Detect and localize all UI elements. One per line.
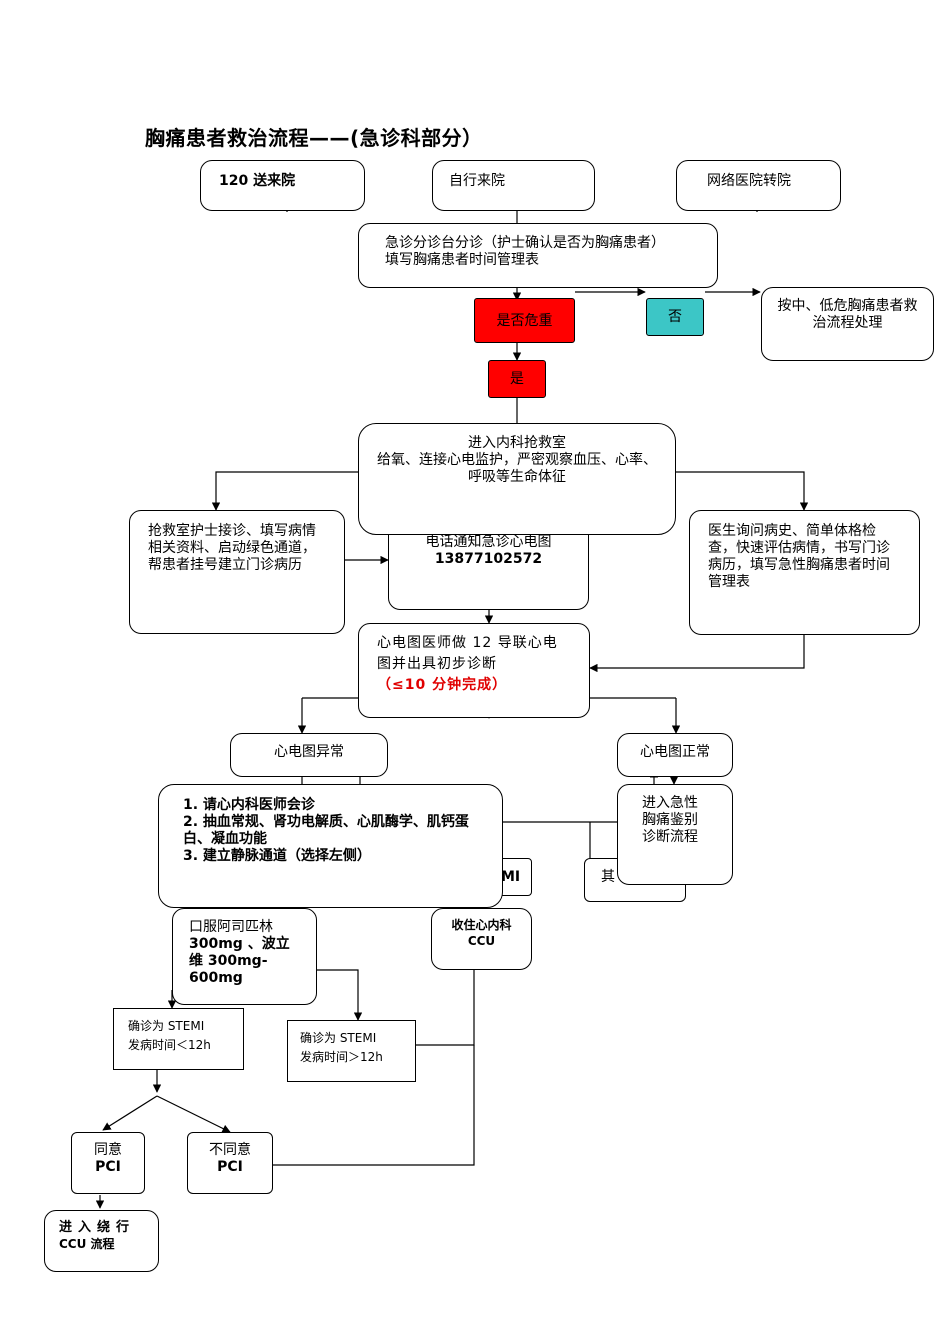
acute-label: 进入急性胸痛鉴别诊断流程 — [642, 795, 698, 845]
arrow-rescue-to-doctor — [676, 471, 809, 511]
doctor-label: 医生询问病史、简单体格检查，快速评估病情，书写门诊病历，填写急性胸痛患者时间管理… — [708, 523, 890, 590]
stemi-lt-box: 确诊为 STEMI 发病时间＜12h — [113, 1008, 244, 1070]
source-self: 自行来院 — [432, 160, 595, 211]
ccu-box: 收住心内科 CCU — [431, 908, 532, 970]
disagree-pci: 不同意 PCI — [187, 1132, 273, 1194]
consult-item3: 3. 建立静脉通道（选择左侧） — [183, 848, 371, 864]
rescue-title: 进入内科抢救室 — [468, 435, 566, 451]
critical-yes: 是 — [488, 360, 546, 398]
agree-pci: 同意 PCI — [71, 1132, 145, 1194]
final-line2: CCU 流程 — [59, 1237, 115, 1251]
source-120: 120 送来院 — [200, 160, 365, 211]
stemi-lt-line1: 确诊为 STEMI — [128, 1019, 205, 1033]
critical-no-label: 否 — [668, 309, 682, 325]
ecg-abnormal-label: 心电图异常 — [274, 744, 344, 760]
doctor-box: 医生询问病史、简单体格检查，快速评估病情，书写门诊病历，填写急性胸痛患者时间管理… — [689, 510, 920, 635]
ecg-box: 心电图医师做 12 导联心电图并出具初步诊断 （≤10 分钟完成） — [358, 623, 590, 718]
line-consult-to-other — [503, 821, 618, 858]
stemi-gt-line1: 确诊为 STEMI — [300, 1031, 377, 1045]
line-stemigt-to-ccu — [416, 968, 475, 1046]
source-network: 网络医院转院 — [676, 160, 841, 211]
disagree-line1: 不同意 — [209, 1142, 251, 1158]
aspirin-line1: 口服阿司匹林 — [189, 919, 273, 935]
agree-line1: 同意 — [94, 1142, 122, 1158]
ecg-normal-label: 心电图正常 — [640, 744, 710, 760]
critical-no: 否 — [646, 298, 704, 336]
page-title: 胸痛患者救治流程——(急诊科部分） — [145, 126, 483, 150]
ecg-abnormal: 心电图异常 — [230, 733, 388, 777]
line-disagree-to-ccu — [273, 1045, 475, 1166]
aspirin-box: 口服阿司匹林 300mg 、波立维 300mg-600mg — [172, 908, 317, 1005]
other-box-label: 其 — [601, 869, 615, 885]
stemi-partial-label: MI — [501, 869, 521, 885]
rescue-box: 进入内科抢救室 给氧、连接心电监护，严密观察血压、心率、呼吸等生命体征 — [358, 423, 676, 535]
triage-line1: 急诊分诊台分诊（护士确认是否为胸痛患者） — [385, 235, 665, 251]
consult-item2: 2. 抽血常规、肾功电解质、心肌酶学、肌钙蛋白、凝血功能 — [183, 814, 469, 847]
disagree-line2: PCI — [217, 1159, 243, 1175]
arrow-split-disagree — [156, 1095, 231, 1133]
final-line1: 进入绕行 — [59, 1220, 136, 1235]
consult-box: 1. 请心内科医师会诊 2. 抽血常规、肾功电解质、心肌酶学、肌钙蛋白、凝血功能… — [158, 784, 503, 908]
ccu-label: 收住心内科 CCU — [451, 918, 512, 948]
arrow-rescue-to-nurse — [211, 471, 360, 511]
ecg-line1: 心电图医师做 12 导联心电图并出具初步诊断 — [377, 635, 558, 672]
arrow-aspirin-to-stemi-gt — [317, 969, 363, 1021]
agree-line2: PCI — [95, 1159, 121, 1175]
stemi-lt-line2: 发病时间＜12h — [128, 1038, 211, 1052]
source-120-label: 120 送来院 — [219, 173, 296, 189]
acute-box: 进入急性胸痛鉴别诊断流程 — [617, 784, 733, 885]
ecg-normal: 心电图正常 — [617, 733, 733, 777]
rescue-body: 给氧、连接心电监护，严密观察血压、心率、呼吸等生命体征 — [377, 452, 657, 485]
triage-box: 急诊分诊台分诊（护士确认是否为胸痛患者） 填写胸痛患者时间管理表 — [358, 223, 718, 288]
critical-question: 是否危重 — [474, 298, 575, 343]
phone-line1: 电话通知急诊心电图 — [425, 534, 552, 550]
low-risk-label: 按中、低危胸痛患者救治流程处理 — [777, 298, 918, 331]
phone-line2: 13877102572 — [434, 551, 543, 567]
low-risk-box: 按中、低危胸痛患者救治流程处理 — [761, 287, 934, 361]
stemi-gt-box: 确诊为 STEMI 发病时间＞12h — [287, 1020, 416, 1082]
source-network-label: 网络医院转院 — [707, 173, 791, 189]
stemi-gt-line2: 发病时间＞12h — [300, 1050, 383, 1064]
ecg-line2: （≤10 分钟完成） — [377, 677, 508, 693]
arrow-split-agree — [102, 1095, 158, 1131]
critical-yes-label: 是 — [510, 371, 524, 387]
consult-item1: 1. 请心内科医师会诊 — [183, 797, 315, 813]
nurse-box: 抢救室护士接诊、填写病情相关资料、启动绿色通道，帮患者挂号建立门诊病历 — [129, 510, 345, 634]
source-self-label: 自行来院 — [449, 173, 505, 189]
nurse-label: 抢救室护士接诊、填写病情相关资料、启动绿色通道，帮患者挂号建立门诊病历 — [148, 523, 316, 573]
critical-question-label: 是否危重 — [496, 313, 553, 329]
final-box: 进入绕行 CCU 流程 — [44, 1210, 159, 1272]
aspirin-line2: 300mg 、波立维 300mg-600mg — [189, 936, 290, 986]
triage-line2: 填写胸痛患者时间管理表 — [385, 252, 539, 268]
